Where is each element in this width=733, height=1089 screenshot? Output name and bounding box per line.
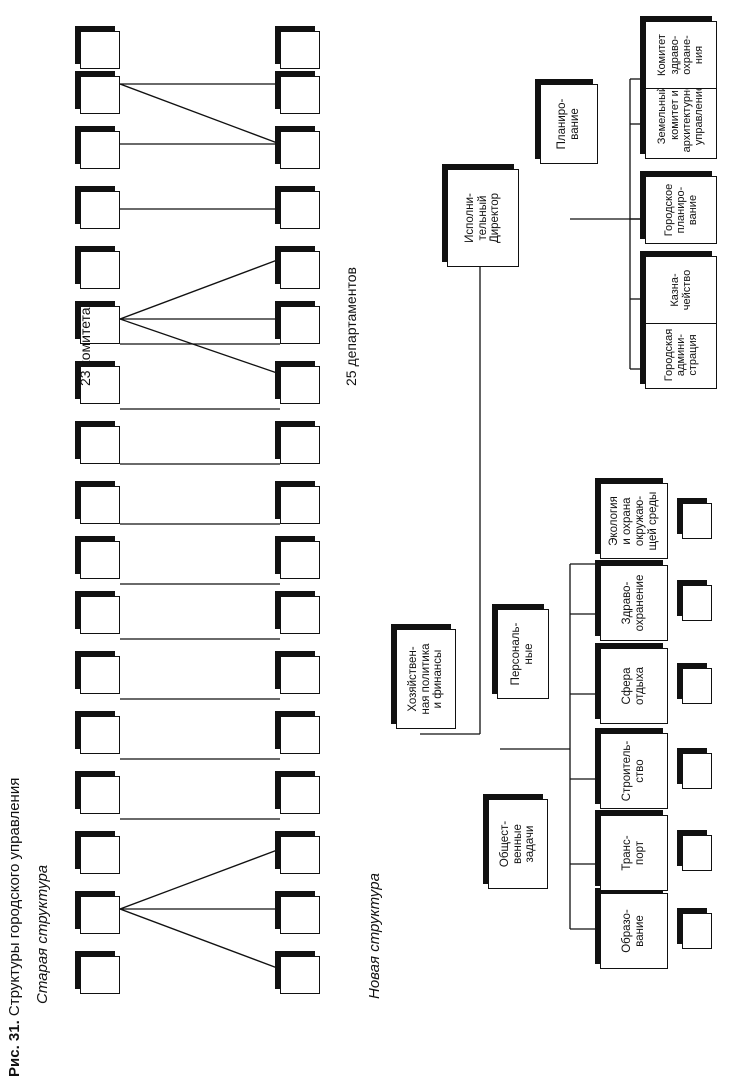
executive-director-box: Исполни- тельный Директор bbox=[447, 169, 519, 267]
department-box bbox=[280, 191, 320, 229]
ecology-box: Экология и охрана окружаю- щей среды bbox=[600, 483, 668, 559]
figure-title: Структуры городского управления bbox=[6, 777, 23, 1017]
department-box bbox=[280, 306, 320, 344]
committee-box bbox=[80, 776, 120, 814]
departments-count-label: 25 департаментов bbox=[343, 267, 359, 386]
department-box bbox=[280, 596, 320, 634]
committee-box bbox=[80, 956, 120, 994]
department-box bbox=[280, 956, 320, 994]
department-box bbox=[280, 131, 320, 169]
department-box bbox=[280, 716, 320, 754]
construction-box: Строитель- ство bbox=[600, 733, 668, 809]
committee-box bbox=[80, 596, 120, 634]
committee-box bbox=[80, 896, 120, 934]
leisure-box: Сфера отдыха bbox=[600, 648, 668, 724]
urban-planning-box: Городское планиро- вание bbox=[645, 176, 717, 244]
subunit-box bbox=[682, 913, 712, 949]
figure-caption: Рис. 31. Структуры городского управления bbox=[6, 778, 23, 1077]
department-box bbox=[280, 776, 320, 814]
department-box bbox=[280, 836, 320, 874]
planning-box: Планиро- вание bbox=[540, 84, 598, 164]
committee-box bbox=[80, 191, 120, 229]
subunit-box bbox=[682, 668, 712, 704]
committee-box bbox=[80, 131, 120, 169]
new-structure-label: Новая структура bbox=[366, 873, 383, 999]
department-box bbox=[280, 366, 320, 404]
education-box: Образо- вание bbox=[600, 893, 668, 969]
department-box bbox=[280, 31, 320, 69]
department-box bbox=[280, 426, 320, 464]
department-box bbox=[280, 486, 320, 524]
department-box bbox=[280, 896, 320, 934]
committee-box bbox=[80, 31, 120, 69]
committee-box bbox=[80, 251, 120, 289]
department-box bbox=[280, 541, 320, 579]
health-committee-box: Комитет здраво- охране- ния bbox=[645, 21, 717, 89]
old-structure-label: Старая структура bbox=[34, 864, 51, 1004]
treasury-box: Казна- чейство bbox=[645, 256, 717, 324]
committee-box bbox=[80, 426, 120, 464]
department-box bbox=[280, 656, 320, 694]
subunit-box bbox=[682, 585, 712, 621]
city-administration-box: Городская админи- страция bbox=[645, 321, 717, 389]
committee-box bbox=[80, 486, 120, 524]
public-tasks-box: Общест- венные задачи bbox=[488, 799, 548, 889]
department-box bbox=[280, 76, 320, 114]
department-box bbox=[280, 251, 320, 289]
committee-box bbox=[80, 76, 120, 114]
committee-box bbox=[80, 656, 120, 694]
committee-box bbox=[80, 716, 120, 754]
committee-box bbox=[80, 836, 120, 874]
figure-number: Рис. 31. bbox=[6, 1020, 23, 1077]
subunit-box bbox=[682, 503, 712, 539]
personal-box: Персональ- ные bbox=[497, 609, 549, 699]
transport-box: Транс- порт bbox=[600, 815, 668, 891]
committees-count-label: 23 комитета bbox=[77, 307, 93, 386]
subunit-box bbox=[682, 835, 712, 871]
healthcare-box: Здраво- охранение bbox=[600, 565, 668, 641]
economic-policy-box: Хозяйствен- ная политика и финансы bbox=[396, 629, 456, 729]
committee-box bbox=[80, 541, 120, 579]
subunit-box bbox=[682, 753, 712, 789]
